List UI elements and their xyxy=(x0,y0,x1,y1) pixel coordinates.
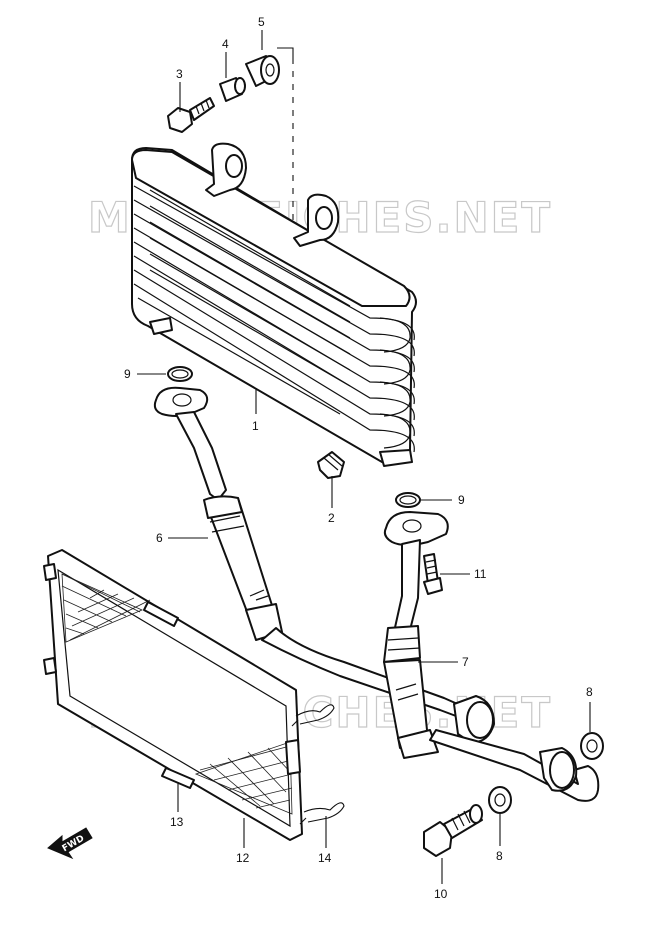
o-ring-part-9-lower xyxy=(395,492,421,508)
callout-7: 7 xyxy=(462,655,469,669)
callout-5: 5 xyxy=(258,15,265,29)
callout-9-upper: 9 xyxy=(124,367,131,381)
callout-10: 10 xyxy=(434,887,448,901)
collar-part-4 xyxy=(219,77,246,102)
fwd-arrow-icon: FWD xyxy=(47,827,93,860)
callout-3: 3 xyxy=(176,67,183,81)
callout-13: 13 xyxy=(170,815,184,829)
washer-part-8-lower xyxy=(488,786,512,814)
wire-hook-part-14 xyxy=(291,704,345,825)
oil-hose-part-6 xyxy=(153,386,495,744)
oil-cooler-part-1 xyxy=(131,142,417,467)
callout-1: 1 xyxy=(252,419,259,433)
bolt-part-11 xyxy=(423,553,443,595)
callout-6: 6 xyxy=(156,531,163,545)
callout-14: 14 xyxy=(318,851,332,865)
callout-8-lower: 8 xyxy=(496,849,503,863)
oil-hose-part-7 xyxy=(383,511,600,802)
washer-part-8-upper xyxy=(580,732,604,760)
callout-12: 12 xyxy=(236,851,250,865)
leader-lines xyxy=(137,30,591,884)
o-ring-part-9-upper xyxy=(167,366,193,382)
clip-part-2 xyxy=(317,451,345,479)
callout-9-lower: 9 xyxy=(458,493,465,507)
union-bolt-part-10 xyxy=(423,804,483,857)
grommet-part-5 xyxy=(245,55,280,87)
callout-11: 11 xyxy=(474,567,487,581)
callout-numbers: 1 2 3 4 5 6 7 8 8 9 9 10 11 12 13 14 xyxy=(124,15,593,901)
bolt-part-3 xyxy=(167,97,215,133)
callout-8-upper: 8 xyxy=(586,685,593,699)
callout-4: 4 xyxy=(222,37,229,51)
callout-2: 2 xyxy=(328,511,335,525)
guard-part-12 xyxy=(43,549,303,841)
